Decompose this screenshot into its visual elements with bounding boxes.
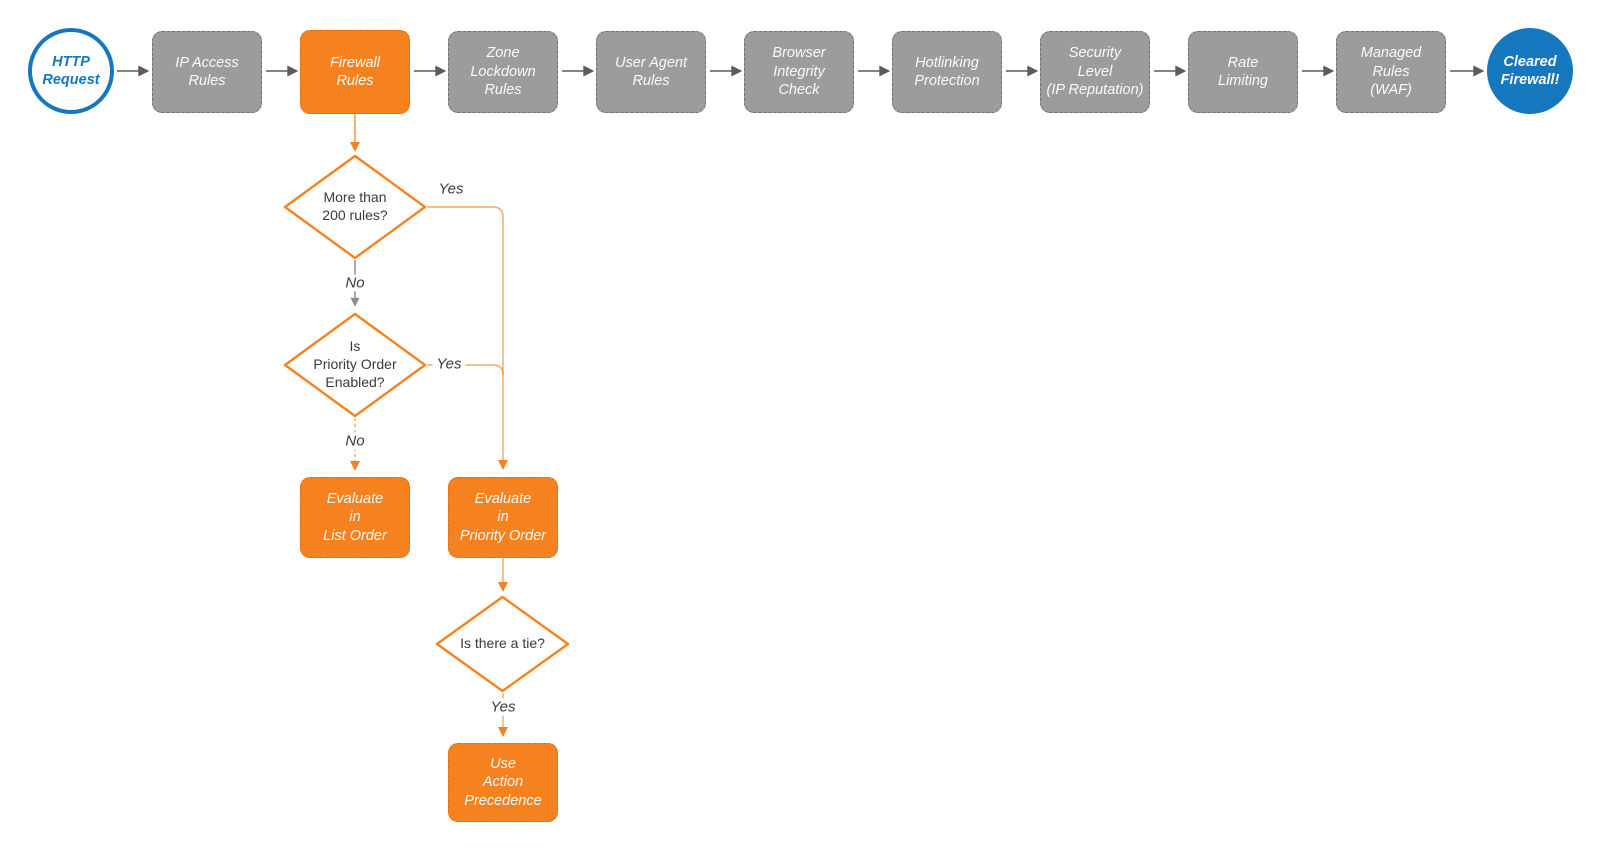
process-evaluate-list-order: Evaluate in List Order bbox=[300, 477, 410, 558]
edge-label-yes-priority-order: Yes bbox=[432, 355, 466, 373]
diamond-shape bbox=[435, 595, 570, 693]
edge-decision-200-yes bbox=[427, 206, 508, 470]
stage-security-level-label: Security Level (IP Reputation) bbox=[1046, 45, 1144, 99]
stage-rate-limiting: Rate Limiting bbox=[1188, 31, 1298, 113]
process-use-action-precedence: Use Action Precedence bbox=[448, 743, 558, 822]
stage-user-agent-rules-label: User Agent Rules bbox=[615, 54, 687, 89]
stage-zone-lockdown-rules: Zone Lockdown Rules bbox=[448, 31, 558, 113]
stage-hotlinking-protection: Hotlinking Protection bbox=[892, 31, 1002, 113]
process-use-action-precedence-label: Use Action Precedence bbox=[464, 755, 542, 809]
stage-browser-integrity-check: Browser Integrity Check bbox=[744, 31, 854, 113]
stage-managed-rules-waf-label: Managed Rules (WAF) bbox=[1360, 45, 1422, 99]
stage-hotlinking-protection-label: Hotlinking Protection bbox=[914, 54, 980, 89]
decision-more-than-200-rules: More than 200 rules? bbox=[283, 154, 427, 260]
stage-security-level: Security Level (IP Reputation) bbox=[1040, 31, 1150, 113]
diamond-shape bbox=[283, 312, 427, 418]
edge-label-yes-tie: Yes bbox=[486, 698, 520, 716]
edge-label-yes-more-than-200: Yes bbox=[434, 180, 468, 198]
decision-is-there-a-tie-label: Is there a tie? bbox=[460, 635, 545, 652]
decision-priority-order-enabled: Is Priority Order Enabled? bbox=[283, 312, 427, 418]
process-evaluate-priority-order-label: Evaluate in Priority Order bbox=[459, 490, 547, 544]
decision-is-there-a-tie: Is there a tie? bbox=[435, 595, 570, 693]
edge-label-no-more-than-200: No bbox=[341, 274, 369, 292]
stage-rate-limiting-label: Rate Limiting bbox=[1218, 54, 1268, 89]
node-cleared-firewall: Cleared Firewall! bbox=[1487, 28, 1573, 114]
stage-firewall-rules: Firewall Rules bbox=[300, 30, 410, 114]
stage-browser-integrity-check-label: Browser Integrity Check bbox=[772, 45, 826, 99]
process-evaluate-list-order-label: Evaluate in List Order bbox=[323, 490, 387, 544]
stage-user-agent-rules: User Agent Rules bbox=[596, 31, 706, 113]
edge-label-no-priority-order: No bbox=[341, 432, 369, 450]
stage-ip-access-rules-label: IP Access Rules bbox=[175, 54, 239, 89]
node-http-request: HTTP Request bbox=[28, 28, 114, 114]
stage-zone-lockdown-rules-label: Zone Lockdown Rules bbox=[470, 45, 536, 99]
stage-firewall-rules-label: Firewall Rules bbox=[330, 54, 380, 89]
diamond-shape bbox=[283, 154, 427, 260]
decision-priority-order-enabled-label: Is Priority Order Enabled? bbox=[313, 338, 397, 390]
decision-more-than-200-rules-label: More than 200 rules? bbox=[322, 189, 388, 223]
stage-ip-access-rules: IP Access Rules bbox=[152, 31, 262, 113]
process-evaluate-priority-order: Evaluate in Priority Order bbox=[448, 477, 558, 558]
node-cleared-firewall-label: Cleared Firewall! bbox=[1500, 53, 1560, 88]
stage-managed-rules-waf: Managed Rules (WAF) bbox=[1336, 31, 1446, 113]
node-http-request-label: HTTP Request bbox=[42, 53, 100, 88]
